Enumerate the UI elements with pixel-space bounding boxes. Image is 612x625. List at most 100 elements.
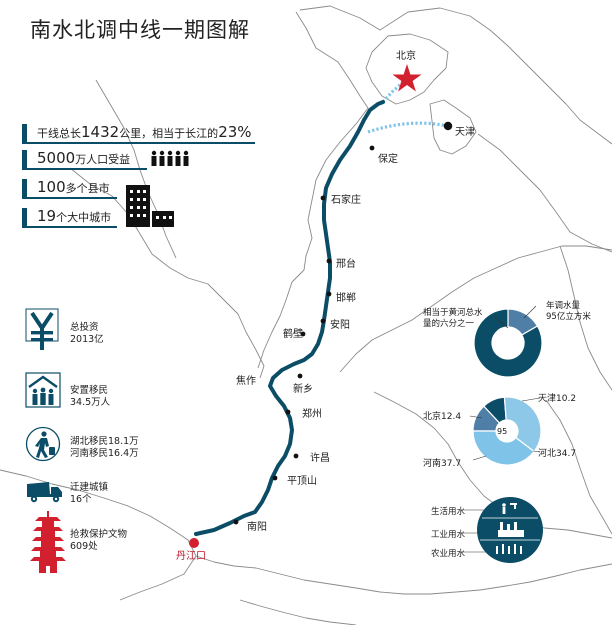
resettle-label: 安置移民 (70, 385, 109, 396)
industrial-water-icon (498, 522, 524, 537)
label-tianjin: 天津 (455, 127, 475, 138)
hebei-share: 河北34.7 (538, 449, 577, 459)
label-shijiazhuang: 石家庄 (331, 195, 361, 206)
stat-population-suffix: 万人口受益 (75, 153, 131, 166)
stat-cities-value: 19 (37, 207, 57, 225)
dot-xingtai (326, 258, 332, 264)
label-nanyang: 南阳 (247, 522, 267, 533)
ratio-center-label: 1/6 (499, 335, 517, 348)
dot-danjiangkou (189, 538, 199, 548)
boundary-north-arc (299, 5, 612, 145)
label-pingdingshan: 平顶山 (287, 476, 317, 487)
boundary-east-edge (559, 245, 612, 391)
investment-value: 2013亿 (70, 334, 104, 345)
boundary-hubei (239, 599, 357, 625)
stat-counties-value: 100 (37, 178, 66, 196)
use-industrial: 工业用水 (431, 530, 466, 540)
boundary-west-shanxi (69, 167, 265, 379)
stat-trunk-value: 1432 (81, 123, 120, 141)
dot-pingdingshan (272, 475, 278, 481)
label-danjiangkou: 丹江口 (176, 551, 206, 562)
stat-trunk-prefix: 干线总长 (37, 127, 81, 140)
label-hebi: 鹤壁 (283, 329, 303, 340)
buildings-icon (126, 185, 174, 227)
relics-label: 抢救保护文物 (70, 529, 128, 540)
boundary-west-south (0, 469, 197, 557)
boundary-henan-south (195, 555, 612, 595)
beijing-tunnel (381, 76, 410, 104)
ratio-donut-chart (473, 308, 543, 378)
stat-cities: 19个大中城市 (22, 207, 117, 228)
label-baoding: 保定 (378, 154, 398, 165)
yuan-icon (25, 308, 59, 350)
tianjin-share: 天津10.2 (538, 394, 577, 404)
water-use-pointers (463, 509, 486, 553)
boundary-beijing (365, 33, 449, 105)
pagoda-icon (30, 511, 66, 573)
domestic-water-icon (502, 503, 517, 514)
resettle-house-icon (25, 372, 61, 408)
annual-label: 年调水量 (546, 301, 581, 311)
label-xinxiang: 新乡 (293, 384, 313, 395)
boundary-far-east (545, 399, 612, 535)
label-jiaozuo: 焦作 (236, 376, 256, 387)
label-zhengzhou: 郑州 (302, 409, 322, 420)
ratio-note-line2: 量的六分之一 (423, 319, 475, 329)
dot-handan (326, 291, 332, 297)
label-anyang: 安阳 (330, 320, 350, 331)
boundary-hebei-shanxi (257, 11, 369, 369)
dot-xinxiang (297, 373, 303, 379)
ratio-note-line1: 相当于黄河总水 (423, 308, 483, 318)
agricultural-water-icon (496, 544, 522, 554)
resettle-value: 34.5万人 (70, 397, 111, 408)
investment-label: 总投资 (70, 322, 99, 333)
annual-value: 95亿立方米 (546, 312, 591, 322)
boundary-hebei-south (339, 245, 612, 373)
stat-trunk-length: 干线总长1432公里，相当于长江的23% (22, 123, 255, 144)
share-donut-chart (472, 396, 542, 466)
relics-value: 609处 (70, 541, 98, 552)
stat-population: 5000万人口受益 (22, 149, 147, 170)
dot-nanyang (233, 519, 239, 525)
city-dots (233, 145, 375, 525)
dot-zhengzhou (285, 409, 291, 415)
share-center-disc (496, 420, 518, 442)
dot-tianjin (443, 121, 453, 131)
share-center-label: 95 (497, 427, 508, 436)
dot-hebi (300, 331, 306, 337)
label-xuchang: 许昌 (310, 453, 330, 464)
main-route (194, 100, 385, 536)
stat-trunk-pct: 23% (218, 123, 252, 141)
boundary-west-upper (95, 79, 177, 259)
stat-population-value: 5000 (37, 149, 76, 167)
people-icon (151, 150, 189, 166)
page-title: 南水北调中线一期图解 (30, 18, 250, 42)
label-beijing: 北京 (396, 51, 416, 62)
water-use-chart (477, 497, 543, 563)
towns-label: 迁建城镇 (70, 482, 109, 493)
henan-migrants: 河南移民16.4万 (70, 448, 139, 459)
stat-counties-suffix: 多个县市 (65, 182, 110, 195)
label-handan: 邯郸 (336, 293, 356, 304)
share-pointers (469, 305, 541, 461)
boundary-tianjin (429, 99, 477, 155)
dot-baoding (369, 145, 375, 151)
tianjin-branch (367, 121, 448, 134)
migrant-walker-icon (25, 426, 61, 462)
truck-icon (27, 482, 62, 503)
towns-value: 16个 (70, 494, 92, 505)
dot-anyang (320, 318, 326, 324)
use-agricultural: 农业用水 (431, 549, 466, 559)
hubei-migrants: 湖北移民18.1万 (70, 436, 139, 447)
boundary-hebei-coast (477, 133, 612, 253)
beijing-share: 北京12.4 (423, 412, 462, 422)
label-xingtai: 邢台 (336, 259, 356, 270)
boundary-henan-east (373, 391, 612, 539)
stat-counties: 100多个县市 (22, 178, 117, 199)
dot-shijiazhuang (320, 195, 326, 201)
stat-cities-suffix: 个大中城市 (56, 211, 112, 224)
use-domestic: 生活用水 (431, 507, 466, 517)
ratio-slice-1 (473, 308, 543, 378)
